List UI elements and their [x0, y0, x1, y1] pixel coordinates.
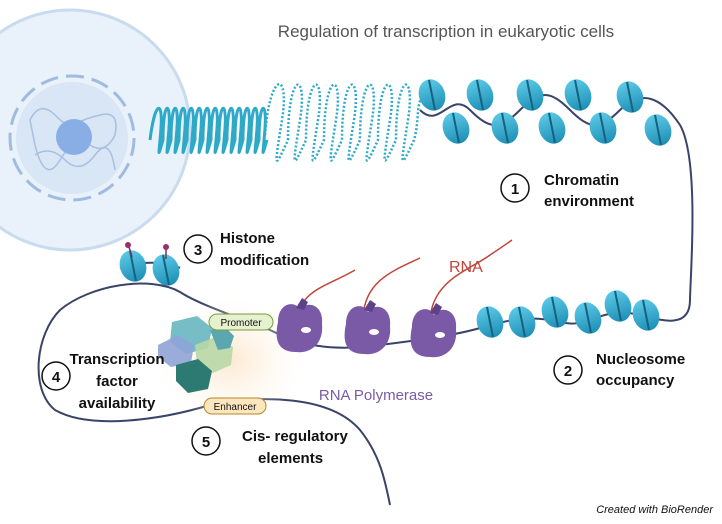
step-5-line2: elements: [258, 450, 323, 467]
nucleosome: [508, 306, 536, 338]
nucleosome: [152, 254, 180, 286]
nucleosome: [516, 79, 544, 111]
diagram-title: Regulation of transcription in eukaryoti…: [278, 22, 614, 41]
step-2-line2: occupancy: [596, 372, 675, 389]
biorender-credit: Created with BioRender: [596, 504, 714, 516]
step-1-line2: environment: [544, 193, 634, 210]
nucleosome: [589, 112, 617, 144]
rna-strands: [297, 239, 513, 321]
nucleosome: [574, 302, 602, 334]
enhancer-tag: Enhancer: [203, 397, 267, 415]
step-histone-modification: 3 Histone modification: [183, 230, 309, 269]
step-2-number: 2: [564, 363, 572, 380]
step-3-number: 3: [194, 242, 202, 259]
step-4-line1: Transcription: [69, 351, 164, 368]
step-5-line1: Cis- regulatory: [242, 428, 349, 445]
nucleosome: [616, 81, 644, 113]
rna-polymerase: [344, 300, 391, 355]
nucleosome: [644, 114, 672, 146]
nucleosome: [442, 112, 470, 144]
nucleosomes: [119, 79, 672, 338]
step-5-number: 5: [202, 434, 210, 451]
promoter-label: Promoter: [220, 318, 262, 329]
step-4-line2: factor: [96, 373, 138, 390]
step-1-number: 1: [511, 181, 519, 198]
rna-polymerases: [276, 298, 457, 358]
histone-marks: [125, 242, 169, 259]
nucleosome: [466, 79, 494, 111]
rna-polymerase: [410, 303, 457, 358]
nucleosome: [538, 112, 566, 144]
enhancer-label: Enhancer: [214, 402, 257, 413]
nucleosome: [604, 290, 632, 322]
nucleosome: [632, 299, 660, 331]
chromatin-coil: [148, 83, 426, 162]
nucleosome: [541, 296, 569, 328]
step-4-line3: availability: [79, 395, 156, 412]
nucleosome: [418, 79, 446, 111]
nucleosome: [564, 79, 592, 111]
promoter-tag: Promoter: [208, 313, 274, 331]
step-2-line1: Nucleosome: [596, 351, 685, 368]
nucleosome: [491, 112, 519, 144]
nucleosome: [476, 306, 504, 338]
rna-polymerase: [276, 298, 323, 353]
step-cis-regulatory-elements: 5 Cis- regulatory elements: [191, 426, 349, 467]
cell-nucleus: [0, 8, 192, 252]
step-4-number: 4: [52, 369, 61, 386]
step-3-line1: Histone: [220, 230, 275, 247]
step-transcription-factor-availability: 4 Transcription factor availability: [41, 351, 165, 412]
nucleosome: [119, 250, 147, 282]
step-3-line2: modification: [220, 252, 309, 269]
step-1-line1: Chromatin: [544, 172, 619, 189]
rna-polymerase-label: RNA Polymerase: [319, 387, 433, 404]
step-nucleosome-occupancy: 2 Nucleosome occupancy: [553, 351, 685, 389]
rna-label: RNA: [449, 259, 483, 276]
transcription-factors: [158, 316, 234, 393]
step-chromatin-environment: 1 Chromatin environment: [500, 172, 634, 210]
